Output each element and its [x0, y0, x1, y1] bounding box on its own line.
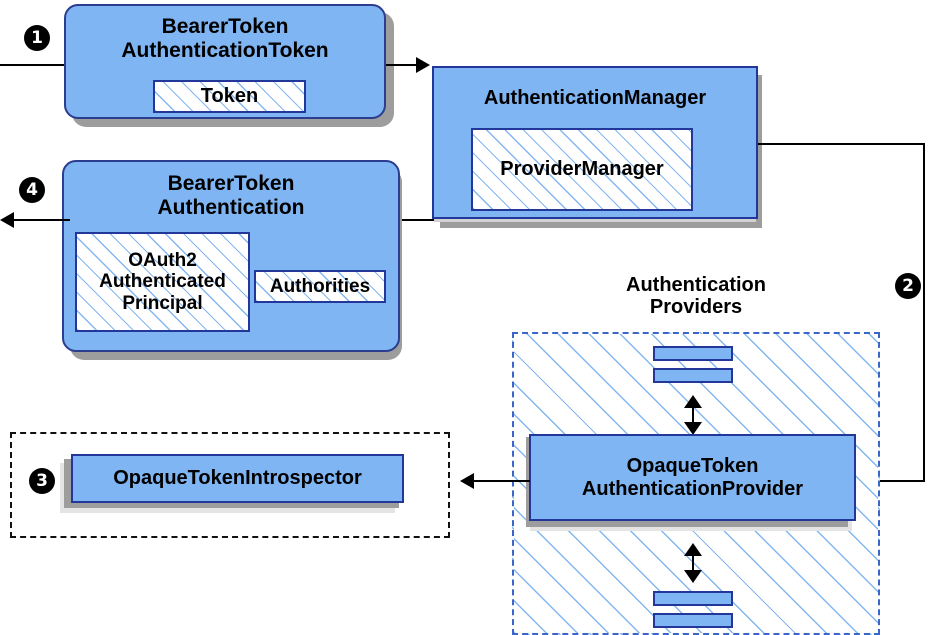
provider-stack-bottom-bar-2 — [653, 613, 733, 628]
title-line-1: BearerToken — [161, 15, 289, 39]
provider-line-2: AuthenticationProvider — [581, 477, 804, 500]
bearer-token-authentication-title: BearerToken Authentication — [64, 169, 398, 223]
connector-outbound-arrowhead — [0, 212, 14, 228]
authentication-manager[interactable]: AuthenticationManager ProviderManager — [432, 66, 758, 219]
connector-token-to-manager — [386, 64, 418, 66]
provider-stack-top-bar-2 — [653, 368, 733, 383]
step-marker-2: 2 — [895, 273, 921, 299]
provider-link-top-arrow-down — [684, 422, 702, 435]
authorities-field[interactable]: Authorities — [254, 270, 386, 303]
connector-step2-bottom — [876, 480, 925, 482]
provider-link-top-line — [692, 400, 694, 426]
bearer-token-authentication[interactable]: BearerToken Authentication OAuth2 Authen… — [62, 160, 400, 352]
oauth2-authenticated-principal-field[interactable]: OAuth2 Authenticated Principal — [75, 232, 250, 332]
step-marker-4: 4 — [19, 177, 45, 203]
token-field-label: Token — [200, 85, 259, 108]
connector-provider-to-introspector — [474, 480, 530, 482]
title-line-2: AuthenticationToken — [121, 39, 329, 62]
connector-outbound-authentication — [14, 219, 70, 221]
opaque-token-authentication-provider[interactable]: OpaqueToken AuthenticationProvider — [529, 434, 856, 521]
heading-line-1: Authentication — [626, 273, 766, 296]
provider-manager-label: ProviderManager — [500, 158, 664, 181]
connector-step2-top — [758, 143, 925, 145]
connector-token-to-manager-arrowhead — [416, 57, 430, 73]
authentication-manager-title: AuthenticationManager — [483, 86, 707, 109]
principal-line-1: OAuth2 — [128, 250, 197, 272]
provider-stack-top-bar-1 — [653, 346, 733, 361]
bearer-token-authentication-token[interactable]: BearerToken AuthenticationToken Token — [64, 4, 386, 119]
step-marker-3: 3 — [29, 468, 55, 494]
opaque-token-introspector[interactable]: OpaqueTokenIntrospector — [71, 454, 404, 503]
provider-manager-field[interactable]: ProviderManager — [471, 128, 693, 211]
opaque-token-introspector-label: OpaqueTokenIntrospector — [113, 467, 362, 490]
connector-step2-vertical — [923, 143, 925, 481]
connector-provider-to-introspector-arrowhead — [460, 473, 474, 489]
title-line-2: Authentication — [157, 196, 305, 219]
title-line-1: BearerToken — [167, 172, 295, 196]
principal-line-3: Principal — [122, 292, 203, 314]
authentication-providers-heading: Authentication Providers — [512, 265, 880, 327]
connector-inbound-request — [0, 64, 70, 66]
step-marker-1: 1 — [24, 25, 50, 51]
provider-link-bottom-line — [692, 548, 694, 574]
provider-line-1: OpaqueToken — [626, 455, 759, 478]
token-field[interactable]: Token — [153, 80, 306, 113]
connector-manager-to-authentication — [398, 219, 434, 221]
opaque-token-introspector-zone — [10, 432, 450, 538]
provider-stack-bottom-bar-1 — [653, 591, 733, 606]
heading-line-2: Providers — [649, 296, 743, 318]
provider-link-bottom-arrow-down — [684, 570, 702, 583]
authorities-label: Authorities — [269, 275, 371, 297]
bearer-token-authentication-token-title: BearerToken AuthenticationToken — [66, 12, 384, 66]
principal-line-2: Authenticated — [99, 271, 226, 293]
